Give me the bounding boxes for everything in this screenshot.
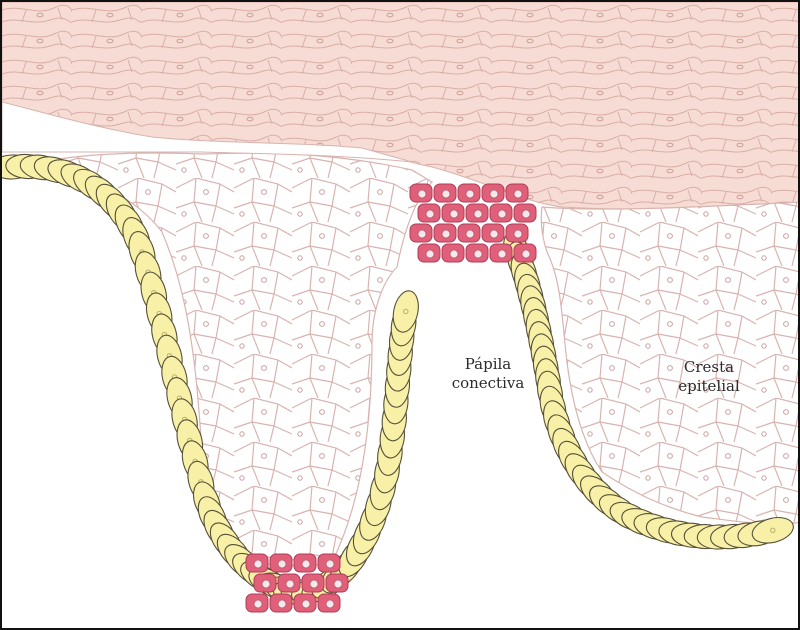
pigmented-cell-nucleus: [254, 560, 262, 568]
label-papila-line1: Pápila: [448, 355, 528, 374]
pigmented-cell-nucleus: [474, 210, 482, 218]
pigmented-cell-nucleus: [278, 600, 286, 608]
pigmented-cell-nucleus: [466, 190, 474, 198]
pigmented-cell-nucleus: [262, 580, 270, 588]
pigmented-cell-nucleus: [522, 210, 530, 218]
pigmented-cell-nucleus: [522, 250, 530, 258]
pigmented-cell-nucleus: [426, 250, 434, 258]
pigmented-cell-nucleus: [334, 580, 342, 588]
pigmented-cell-nucleus: [426, 210, 434, 218]
pigmented-cell-nucleus: [418, 230, 426, 238]
pigmented-cell-nucleus: [302, 600, 310, 608]
label-papila-conectiva: Pápila conectiva: [448, 355, 528, 393]
label-cresta-line2: epitelial: [669, 377, 749, 396]
pigmented-cell-nucleus: [490, 190, 498, 198]
pigmented-cell-nucleus: [514, 190, 522, 198]
pigmented-cluster-bottom: [246, 554, 348, 612]
pigmented-cell-nucleus: [326, 560, 334, 568]
label-cresta-epitelial: Cresta epitelial: [669, 358, 749, 396]
pigmented-cell-nucleus: [326, 600, 334, 608]
pigmented-cell-nucleus: [286, 580, 294, 588]
pigmented-cell-nucleus: [498, 250, 506, 258]
pigmented-cell-nucleus: [450, 210, 458, 218]
pigmented-cell-nucleus: [442, 190, 450, 198]
pigmented-cell-nucleus: [474, 250, 482, 258]
pigmented-cell-nucleus: [254, 600, 262, 608]
pigmented-cell-nucleus: [302, 560, 310, 568]
pigmented-cell-nucleus: [450, 250, 458, 258]
pigmented-cell-nucleus: [498, 210, 506, 218]
pigmented-cell-nucleus: [490, 230, 498, 238]
pigmented-cell-nucleus: [310, 580, 318, 588]
pigmented-cluster-top: [410, 184, 536, 262]
pigmented-cell-nucleus: [442, 230, 450, 238]
pigmented-cell-nucleus: [514, 230, 522, 238]
label-papila-line2: conectiva: [448, 374, 528, 393]
pigmented-cell-nucleus: [466, 230, 474, 238]
label-cresta-line1: Cresta: [669, 358, 749, 377]
pigmented-cell-nucleus: [418, 190, 426, 198]
pigmented-cell-nucleus: [278, 560, 286, 568]
